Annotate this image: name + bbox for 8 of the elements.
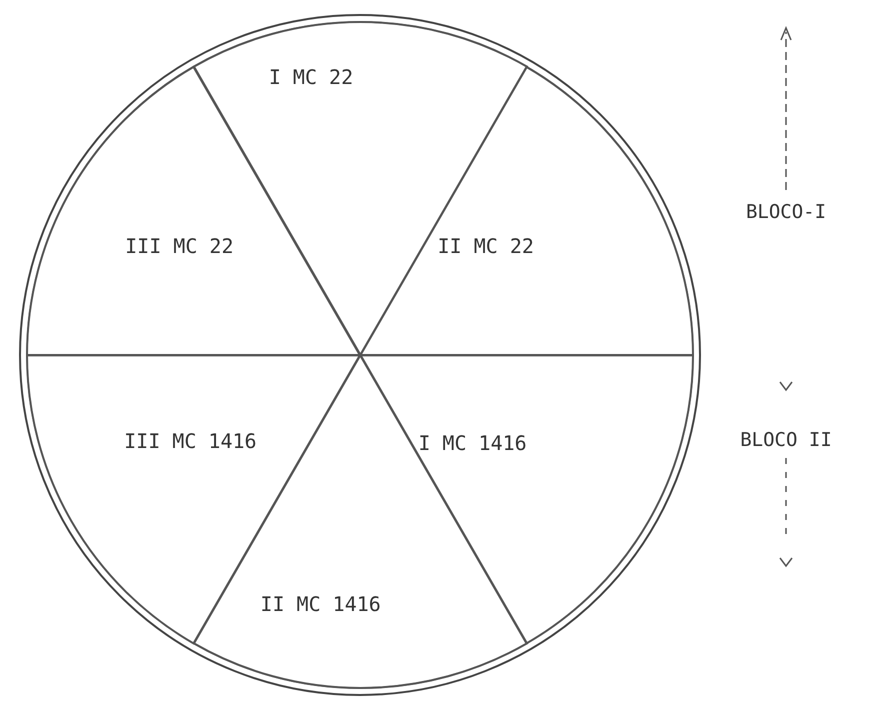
sector-label: I MC 22 (268, 65, 354, 90)
sector-label: I MC 1416 (418, 430, 527, 455)
sector-label: III MC 22 (125, 234, 234, 258)
sector-label: II MC 1416 (260, 592, 381, 616)
block-label: BLOCO II (740, 429, 832, 451)
block-label: BLOCO-I (746, 201, 826, 223)
sector-label: II MC 22 (438, 234, 534, 258)
sector-label: III MC 1416 (124, 429, 257, 454)
